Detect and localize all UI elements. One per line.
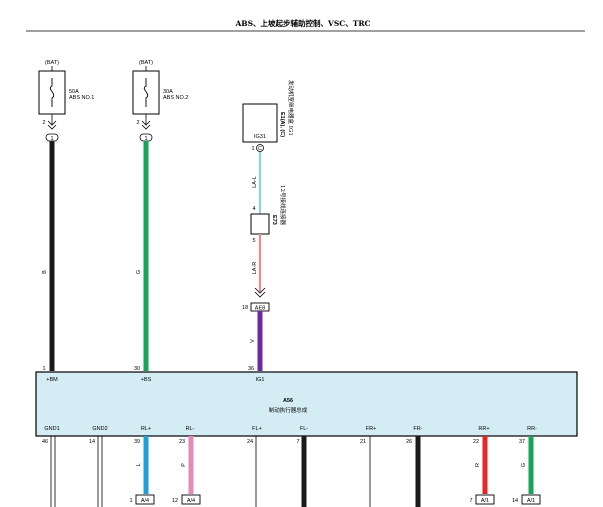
fuse1-name: ABS NO.1	[69, 95, 94, 101]
ecu-pin-name-gnd2: GND2	[92, 426, 107, 432]
ecu-pin-name-gnd1: GND1	[44, 426, 59, 432]
wire-rr-plus-red	[482, 436, 488, 494]
junction-box	[250, 213, 270, 235]
fuse1-pin: 2	[42, 120, 45, 126]
ecu-pin-name-ig1: IG1	[256, 377, 265, 383]
page-title: ABS、上坡起步辅助控制、VSC、TRC	[234, 18, 370, 28]
ecu-pin-name-bm: +BM	[46, 377, 58, 383]
wire-rl-plus-label: L	[136, 463, 142, 466]
ecu-bottom-pin-37: 37	[519, 439, 525, 445]
ig-relay-conn-label: C	[258, 146, 262, 152]
fuse2-conn-label: 1	[144, 136, 147, 142]
ecu-bottom-pin-21: 21	[360, 439, 366, 445]
junction-pin-bottom: 5	[252, 238, 255, 244]
wire-fr-minus-black	[415, 436, 421, 507]
ig-relay-connector	[256, 144, 264, 152]
ecu-pin-name-rl-plus: RL+	[141, 426, 151, 432]
wire-bm-black	[49, 141, 55, 371]
junction-e73: 4 5 E73 12号接线连接器	[250, 185, 287, 244]
ecu-top-pin-36: 36	[248, 366, 254, 372]
fuse2-bat-label: (BAT)	[139, 60, 153, 66]
wire-rl-plus-blue	[143, 436, 149, 494]
ecu-id: A56	[283, 398, 293, 404]
output-connector-rl-plus: 1 A/4	[129, 494, 155, 505]
ig-relay-id: E1(A), (C)	[279, 112, 285, 137]
ecu-bottom-pin-46: 46	[42, 439, 48, 445]
output-pin-14: 14	[512, 498, 518, 504]
fuse1-arrow-icon	[47, 120, 57, 126]
ecu-bottom-pin-26: 26	[406, 439, 412, 445]
fuse1-box	[38, 70, 66, 115]
fuse1-rating: 50A	[69, 89, 79, 95]
ecu-name: 制动执行器总成	[269, 406, 308, 414]
ecu-pin-name-fl-minus: FL-	[300, 426, 308, 432]
ecu-top-pin-1: 1	[42, 366, 45, 372]
wire-ig1-violet	[257, 311, 263, 371]
junction-id: E73	[271, 215, 277, 225]
fuse2-element-icon	[143, 78, 149, 107]
ig-relay-pin: 1	[251, 146, 254, 152]
fuse-abs-no1: (BAT) 50A ABS NO.1 2 1	[38, 60, 94, 142]
output-conn-a4-2: A/4	[187, 498, 195, 504]
fuse-abs-no2: (BAT) 30A ABS NO.2 2 1	[132, 60, 188, 142]
output-pin-7: 7	[469, 498, 472, 504]
wire-fl-minus-black	[301, 436, 307, 507]
ig-connector-pin: 18	[242, 305, 248, 311]
wire-la-l-label: LA-L	[252, 176, 258, 188]
ecu-bottom-pin-7: 7	[296, 439, 299, 445]
ecu-pin-name-rl-minus: RL-	[186, 426, 195, 432]
output-pin-12: 12	[172, 498, 178, 504]
ecu-pin-name-fr-plus: FR+	[366, 426, 377, 432]
wire-rl-minus-label: P	[181, 463, 187, 467]
ig-relay-desc: 发动机室继电器盒 IG1	[287, 80, 295, 136]
ecu-box-a56	[35, 371, 578, 437]
output-pin-1: 1	[129, 498, 132, 504]
ecu-pin-name-rr-plus: RR+	[478, 426, 489, 432]
ig-connector-label: AE8	[255, 306, 265, 312]
output-connector-rr-plus: 7 A/1	[469, 494, 495, 505]
ig-relay: IG31 E1(A), (C) 发动机室继电器盒 IG1 1 C	[242, 80, 295, 152]
fuse2-arrow-icon	[141, 120, 151, 126]
output-conn-a1-1: A/1	[481, 498, 489, 504]
fuse2-pin: 2	[136, 120, 139, 126]
wire-rl-minus-pink	[188, 436, 194, 494]
ecu-bottom-pin-14: 14	[89, 439, 95, 445]
ecu-bottom-pin-24: 24	[247, 439, 253, 445]
output-connector-rr-minus: 14 A/1	[512, 494, 541, 505]
fuse1-element-icon	[49, 78, 55, 107]
wire-bm-color-label: B	[42, 270, 48, 274]
wire-bs-color-label: G	[136, 270, 142, 274]
ig-relay-box	[242, 103, 278, 143]
ecu-pin-name-fr-minus: FR-	[413, 426, 422, 432]
wire-rr-minus-label: G	[521, 463, 527, 467]
output-conn-a1-2: A/1	[527, 498, 535, 504]
ecu-bottom-pin-39: 39	[134, 439, 140, 445]
ecu-pin-name-rr-minus: RR-	[527, 426, 537, 432]
fuse2-box	[132, 70, 160, 115]
ecu-bottom-pin-22: 22	[473, 439, 479, 445]
wire-ig1-label: V	[250, 339, 256, 343]
ecu-top-pin-30: 30	[134, 366, 140, 372]
wire-rr-plus-label: R	[475, 463, 481, 467]
output-conn-a4-1: A/4	[141, 498, 149, 504]
wire-la-r-label: LA-R	[252, 262, 258, 275]
fuse2-name: ABS NO.2	[163, 95, 188, 101]
fuse1-bat-label: (BAT)	[45, 60, 59, 66]
junction-pin-top: 4	[252, 206, 255, 212]
ecu-pin-name-bs: +BS	[141, 377, 152, 383]
wire-bs-green	[143, 141, 149, 371]
ig-arrow-icon	[254, 287, 266, 294]
junction-desc: 12号接线连接器	[279, 185, 287, 225]
output-connector-rl-minus: 12 A/4	[172, 494, 201, 505]
ecu-pin-name-fl-plus: FL+	[252, 426, 262, 432]
ecu-bottom-pin-23: 23	[179, 439, 185, 445]
wire-rr-minus-green	[528, 436, 534, 494]
fuse1-conn-label: 1	[50, 136, 53, 142]
fuse2-rating: 30A	[163, 89, 173, 95]
ig-relay-code: IG31	[254, 134, 266, 140]
